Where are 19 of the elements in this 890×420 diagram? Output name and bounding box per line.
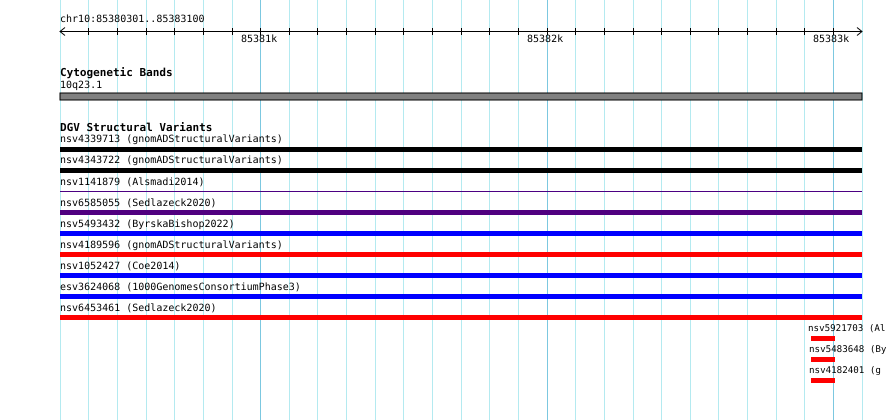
variant-label: nsv4343722 (gnomADStructuralVariants)	[60, 155, 283, 167]
variant-label: nsv5493432 (ByrskaBishop2022)	[60, 219, 235, 231]
variant-label: nsv6585055 (Sedlazeck2020)	[60, 198, 217, 210]
variant-label: nsv6453461 (Sedlazeck2020)	[60, 303, 217, 315]
variant-label: nsv4339713 (gnomADStructuralVariants)	[60, 134, 283, 146]
variant-label: esv3624068 (1000GenomesConsortiumPhase3)	[60, 282, 301, 294]
tick-label: 85382k	[527, 34, 564, 46]
variant-label: nsv5921703 (Al	[808, 323, 886, 335]
cytoband-label: 10q23.1	[60, 80, 102, 92]
variant-label: nsv5483648 (By	[809, 344, 886, 356]
track-title: Cytogenetic Bands	[60, 67, 173, 79]
variant-label: nsv4189596 (gnomADStructuralVariants)	[60, 240, 283, 252]
coordinate-label: chr10:85380301..85383100	[60, 14, 204, 26]
tick-label: 85381k	[241, 34, 278, 46]
track-title: DGV Structural Variants	[60, 122, 212, 134]
variant-label: nsv4182401 (g	[809, 365, 881, 377]
variant-label: nsv1141879 (Alsmadi2014)	[60, 177, 204, 189]
tick-label: 85383k	[813, 34, 850, 46]
variant-label: nsv1052427 (Coe2014)	[60, 261, 180, 273]
